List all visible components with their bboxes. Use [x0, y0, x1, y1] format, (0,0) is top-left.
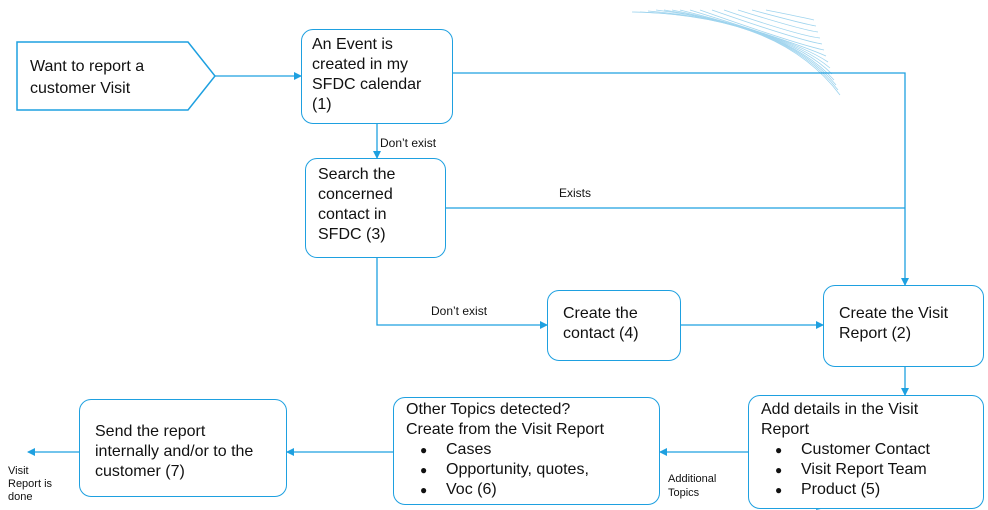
event-line-1: An Event is — [312, 36, 393, 53]
create-report-node: Create the Visit Report (2) — [823, 285, 984, 367]
add-details-bullet-3: Product (5) — [761, 480, 971, 500]
search-line-3: contact in — [318, 206, 387, 223]
create-contact-line-2: contact (4) — [563, 325, 639, 342]
add-details-bullet-2: Visit Report Team — [761, 460, 971, 480]
search-line-1: Search the — [318, 166, 396, 183]
start-node: Want to report a customer Visit — [30, 56, 144, 100]
edge-label-exists: Exists — [559, 186, 592, 200]
other-topics-bullet-1: Cases — [406, 440, 647, 460]
send-report-line-1: Send the report — [95, 423, 206, 440]
send-report-line-3: customer (7) — [95, 463, 185, 480]
edge-label-dont-exist-1: Don’t exist — [380, 136, 437, 150]
search-line-4: SFDC (3) — [318, 226, 386, 243]
start-line-2: customer Visit — [30, 80, 131, 97]
send-report-line-2: internally and/or to the — [95, 443, 254, 460]
additional-topics-line-1: Additional — [668, 473, 717, 485]
end-label-line-1: Visit — [8, 465, 29, 477]
other-topics-bullet-3: Voc (6) — [406, 480, 647, 500]
send-report-node: Send the report internally and/or to the… — [79, 399, 287, 497]
start-pentagon-shape — [16, 41, 216, 111]
search-line-2: concerned — [318, 186, 393, 203]
event-line-2: created in my — [312, 56, 409, 73]
other-topics-bullet-2: Opportunity, quotes, — [406, 460, 647, 480]
other-topics-line-2: Create from the Visit Report — [406, 421, 605, 438]
decorative-wave-graphic — [631, 9, 841, 96]
edge-search-to-contact — [376, 258, 548, 329]
other-topics-line-1: Other Topics detected? — [406, 401, 571, 418]
start-line-1: Want to report a — [30, 58, 145, 75]
add-details-node: Add details in the Visit Report Customer… — [748, 395, 984, 509]
add-details-bullets: Customer Contact Visit Report Team Produ… — [761, 440, 971, 500]
create-contact-line-1: Create the — [563, 305, 638, 322]
edge-event-to-report — [453, 72, 909, 286]
add-details-line-1: Add details in the Visit — [761, 401, 919, 418]
create-report-line-2: Report (2) — [839, 325, 912, 342]
event-line-3: SFDC calendar — [312, 76, 422, 93]
additional-topics-line-2: Topics — [668, 487, 700, 499]
end-label-line-2: Report is — [8, 478, 53, 490]
edge-label-additional-topics: Additional Topics — [668, 472, 716, 500]
edge-label-dont-exist-2: Don’t exist — [431, 304, 488, 318]
create-contact-node: Create the contact (4) — [547, 290, 681, 361]
add-details-line-2: Report — [761, 421, 810, 438]
event-node: An Event is created in my SFDC calendar … — [301, 29, 453, 124]
event-line-4: (1) — [312, 96, 332, 113]
other-topics-node: Other Topics detected? Create from the V… — [393, 397, 660, 505]
end-label-line-3: done — [8, 491, 33, 503]
end-label: Visit Report is done — [8, 465, 52, 504]
add-details-bullet-1: Customer Contact — [761, 440, 971, 460]
create-report-line-1: Create the Visit — [839, 305, 949, 322]
search-node: Search the concerned contact in SFDC (3) — [305, 158, 446, 258]
other-topics-bullets: Cases Opportunity, quotes, Voc (6) — [406, 440, 647, 500]
